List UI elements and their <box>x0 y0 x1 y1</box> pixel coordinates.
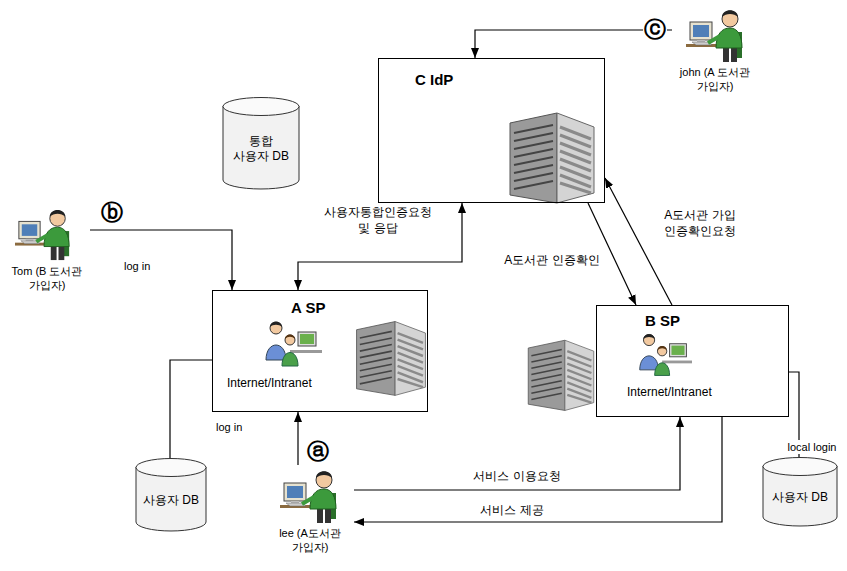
box-subtitle: Internet/Intranet <box>227 376 312 391</box>
server-box: C IdP <box>378 58 605 203</box>
cylinder-body <box>223 106 299 189</box>
callout-letter: ⓑ <box>100 202 124 224</box>
node-label: 사용자 DB <box>765 490 835 505</box>
worker-icon <box>640 334 692 375</box>
server-box: B SP Internet/Intranet <box>596 305 789 417</box>
user-pc-icon <box>280 471 336 523</box>
node-label: lee (A도서관 가입자) <box>270 527 350 555</box>
edge-label: 서비스 제공 <box>478 503 545 519</box>
node-label: john (A 도서관 가입자) <box>675 66 755 94</box>
edge-label: A도서관 가입 인증확인요청 <box>652 208 748 239</box>
box-title: C IdP <box>415 71 453 90</box>
user-pc-icon <box>686 10 742 62</box>
node-label: Tom (B 도서관 가입자) <box>7 265 87 293</box>
callout-letter: ⓐ <box>306 441 330 463</box>
building-icon <box>528 340 594 410</box>
edge-label: local login <box>786 440 839 454</box>
edge-label: 서비스 이용요청 <box>471 469 562 485</box>
cylinder-top <box>223 98 299 116</box>
database-cylinder: 사용자 DB <box>762 457 838 527</box>
connector <box>354 417 680 490</box>
user-figure: lee (A도서관 가입자) <box>266 465 354 563</box>
edge-label: log in <box>122 259 152 273</box>
edge-label: A도서관 인증확인 <box>502 253 601 269</box>
connector <box>605 178 672 305</box>
box-title: B SP <box>645 312 680 331</box>
building-icon <box>510 113 594 203</box>
edge-label: log in <box>214 420 244 434</box>
user-pc-icon <box>15 210 69 260</box>
database-cylinder: 통합 사용자 DB <box>222 97 300 190</box>
node-label: 사용자 DB <box>138 493 204 508</box>
connector <box>298 203 462 290</box>
building-icon <box>357 322 426 396</box>
connector <box>90 230 232 290</box>
callout-letter: ⓒ <box>643 19 667 41</box>
connector <box>354 417 722 522</box>
cylinder-top <box>136 459 206 477</box>
connector <box>297 412 298 465</box>
user-figure: Tom (B 도서관 가입자) <box>4 203 90 313</box>
node-label: 통합 사용자 DB <box>230 134 292 164</box>
edge-label: 사용자통합인증요청 및 응답 <box>322 205 434 236</box>
box-title: A SP <box>291 299 325 318</box>
cylinder-top <box>763 458 837 476</box>
box-subtitle: Internet/Intranet <box>627 385 712 400</box>
database-cylinder: 사용자 DB <box>135 458 207 532</box>
connector <box>170 360 212 458</box>
server-box: A SP Internet/Intranet <box>212 290 428 412</box>
user-figure: john (A 도서관 가입자) <box>672 4 758 112</box>
worker-icon <box>266 322 322 366</box>
